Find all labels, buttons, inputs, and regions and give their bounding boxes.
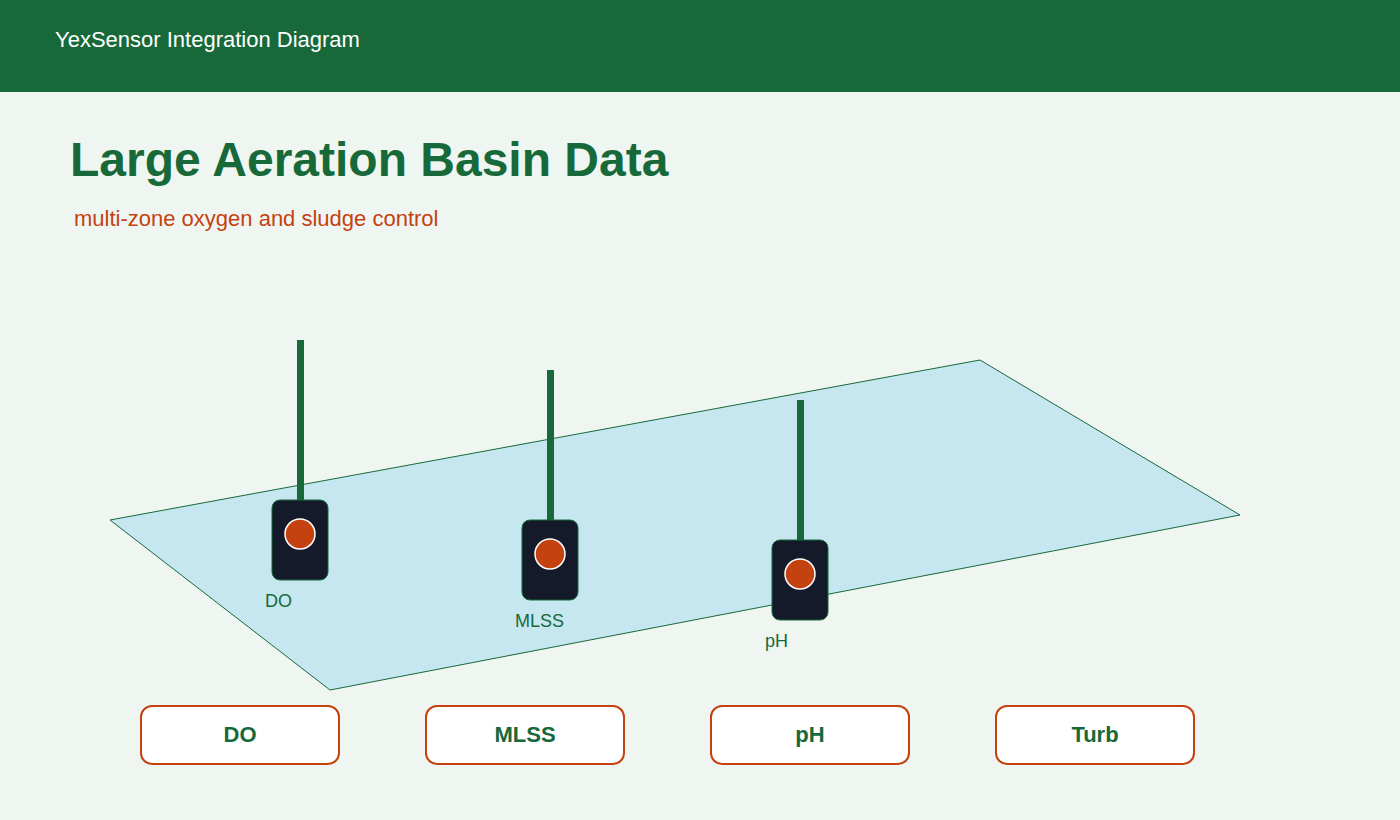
sensor-tab: pH	[710, 705, 910, 765]
header-text: YexSensor Integration Diagram	[55, 28, 360, 52]
sensor-label: DO	[265, 592, 292, 612]
tab-label: Turb	[1071, 722, 1118, 748]
sensor-tab: Turb	[995, 705, 1195, 765]
aeration-basin	[110, 360, 1240, 690]
sensor-label: pH	[765, 632, 788, 652]
sensor-probe	[522, 370, 578, 600]
tab-label: MLSS	[494, 722, 555, 748]
tab-label: pH	[795, 722, 824, 748]
page-title: Large Aeration Basin Data	[70, 134, 668, 187]
header-bar	[0, 0, 1400, 92]
sensor-probe	[272, 340, 328, 580]
tab-label: DO	[224, 722, 257, 748]
sensor-probe	[772, 400, 828, 620]
page-subtitle: multi-zone oxygen and sludge control	[74, 207, 438, 231]
sensor-tab: MLSS	[425, 705, 625, 765]
sensor-tab: DO	[140, 705, 340, 765]
sensor-label: MLSS	[515, 612, 564, 632]
